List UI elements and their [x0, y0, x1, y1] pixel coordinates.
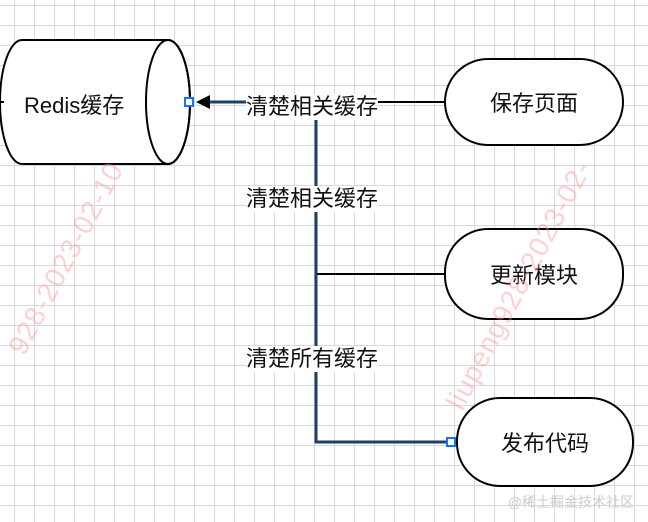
edge-label-save: 清楚相关缓存 — [246, 94, 379, 120]
arrowhead — [196, 95, 210, 109]
redis-cache-label: Redis缓存 — [24, 93, 125, 118]
publish-code-node[interactable]: 发布代码 — [456, 397, 634, 487]
connector-end-handle[interactable] — [446, 437, 456, 447]
update-module-node[interactable]: 更新模块 — [444, 228, 624, 320]
site-credit: @稀土掘金技术社区 — [507, 494, 634, 510]
connector-start-handle[interactable] — [184, 97, 194, 107]
edge-label-update: 清楚相关缓存 — [246, 186, 379, 212]
connector-publish-to-cache[interactable] — [208, 100, 446, 444]
edge-label-publish: 清楚所有缓存 — [246, 346, 379, 372]
save-page-node[interactable]: 保存页面 — [444, 58, 624, 146]
